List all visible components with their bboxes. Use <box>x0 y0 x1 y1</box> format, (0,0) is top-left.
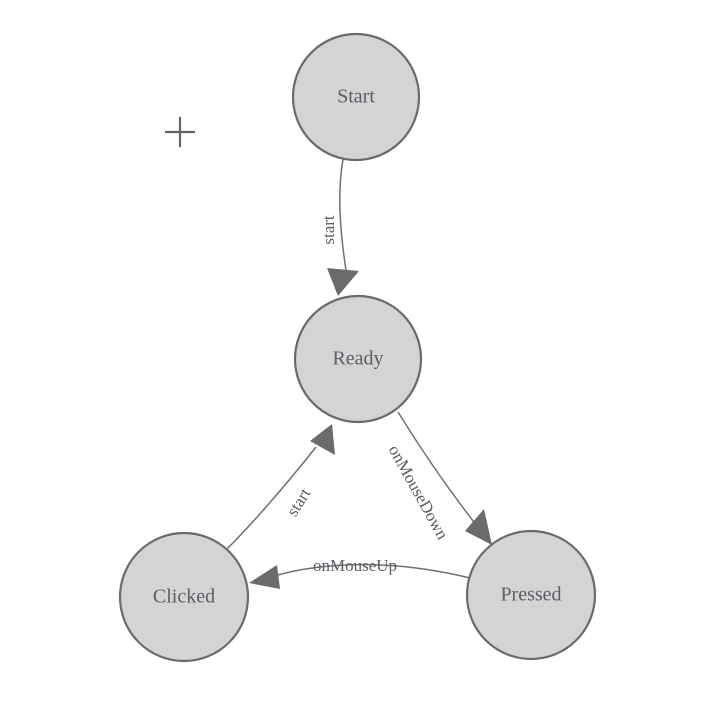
arrowhead-start-to-ready <box>327 268 359 296</box>
node-clicked-circle[interactable] <box>118 531 250 663</box>
plus-marker-icon <box>165 117 195 147</box>
node-clicked[interactable]: Clicked <box>118 531 250 663</box>
arrowhead-pressed-to-clicked <box>249 565 280 589</box>
edge-path-start-to-ready <box>339 158 348 278</box>
edge-label-pressed-to-clicked: onMouseUp <box>313 556 397 575</box>
node-ready[interactable]: Ready <box>293 294 423 424</box>
edge-label-ready-to-pressed: onMouseDown <box>385 442 453 543</box>
node-pressed-label: Pressed <box>500 584 561 606</box>
edge-path-pressed-to-clicked <box>273 563 471 579</box>
arrowhead-ready-to-pressed <box>465 509 492 545</box>
node-pressed[interactable]: Pressed <box>465 529 597 661</box>
node-clicked-label: Clicked <box>153 586 215 608</box>
node-ready-label: Ready <box>332 348 383 370</box>
edge-label-start-to-ready: start <box>319 215 338 245</box>
node-start-label: Start <box>337 86 375 108</box>
node-pressed-circle[interactable] <box>465 529 597 661</box>
node-start[interactable]: Start <box>291 32 421 162</box>
arrowhead-clicked-to-ready <box>310 424 335 455</box>
edge-start-to-ready[interactable] <box>327 158 359 296</box>
edge-path-clicked-to-ready <box>223 446 317 553</box>
edge-path-ready-to-pressed <box>397 411 478 527</box>
edge-clicked-to-ready[interactable] <box>223 424 335 553</box>
edge-label-clicked-to-ready: start <box>283 484 315 519</box>
edge-ready-to-pressed[interactable] <box>397 411 492 545</box>
node-ready-circle[interactable] <box>293 294 423 424</box>
node-start-circle[interactable] <box>291 32 421 162</box>
edge-pressed-to-clicked[interactable] <box>249 563 471 589</box>
